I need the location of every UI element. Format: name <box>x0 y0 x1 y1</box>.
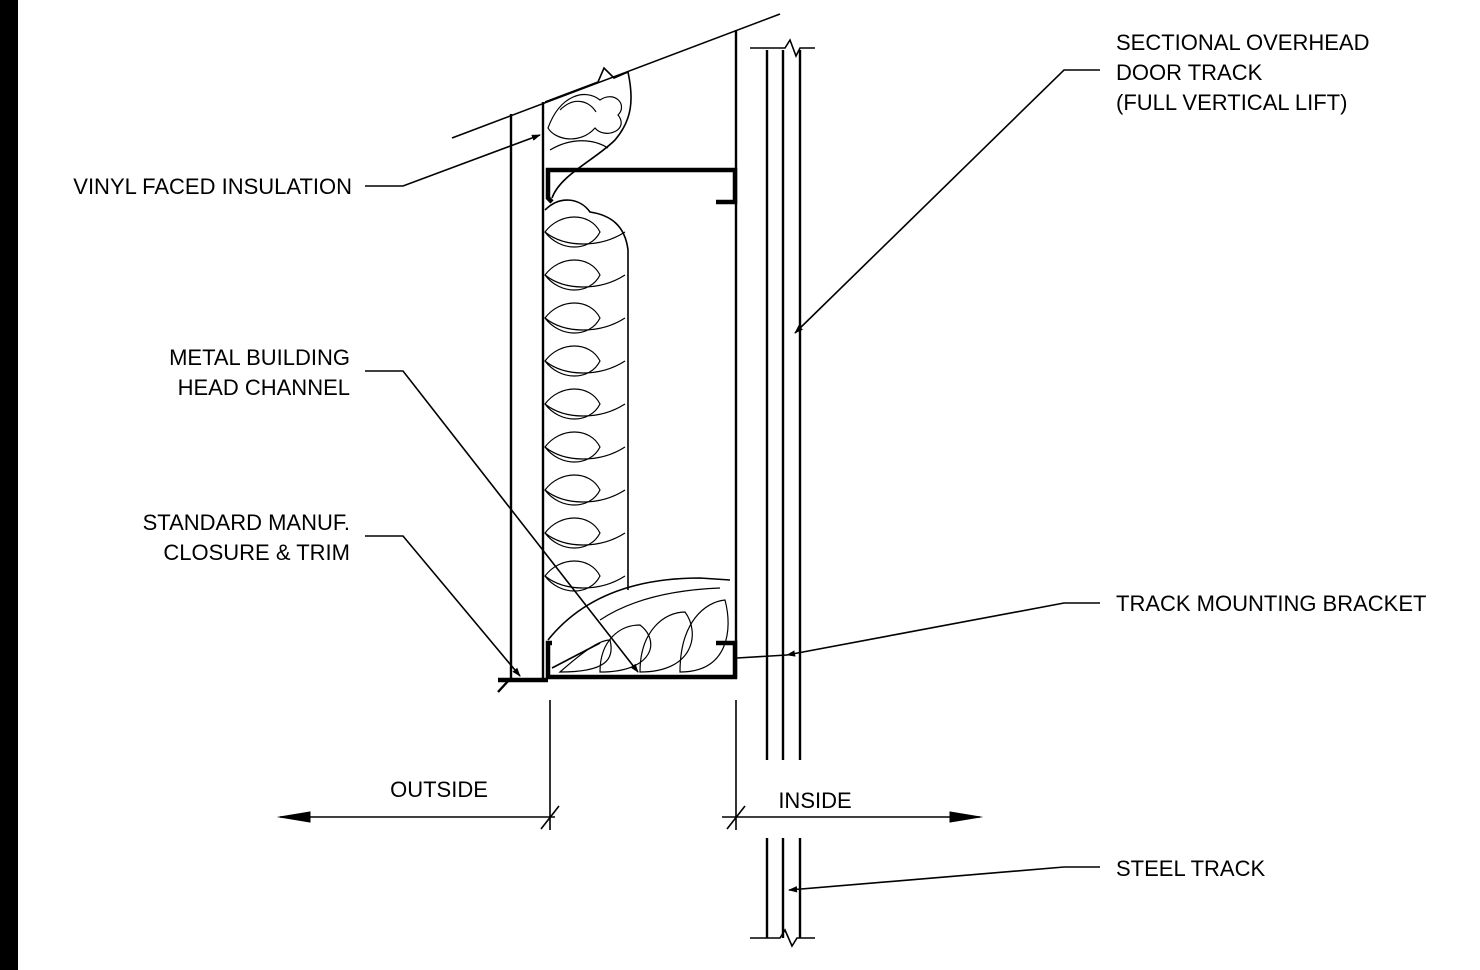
label-mounting-bracket: TRACK MOUNTING BRACKET <box>1116 591 1426 616</box>
label-outside: OUTSIDE <box>390 777 488 802</box>
leader-closure <box>365 535 521 677</box>
label-steel-track: STEEL TRACK <box>1116 856 1265 881</box>
door-track-upper <box>750 38 815 760</box>
label-inside: INSIDE <box>778 788 851 813</box>
insulation-top <box>544 66 632 199</box>
label-closure-line1: STANDARD MANUF. <box>143 510 350 535</box>
label-vinyl-insulation: VINYL FACED INSULATION <box>73 174 352 199</box>
label-door-track-line2: DOOR TRACK <box>1116 60 1263 85</box>
wall-panel <box>509 102 545 680</box>
leader-steel-track <box>788 866 1100 893</box>
sheet-border <box>0 0 18 970</box>
dimension-lines <box>276 700 984 830</box>
leader-vinyl-insulation <box>365 134 541 187</box>
insulation-batt <box>544 199 629 592</box>
leader-door-track <box>794 69 1100 334</box>
label-door-track-line3: (FULL VERTICAL LIFT) <box>1116 90 1347 115</box>
label-door-track-line1: SECTIONAL OVERHEAD <box>1116 30 1369 55</box>
closure-trim <box>497 677 548 693</box>
label-head-channel-line2: HEAD CHANNEL <box>178 375 350 400</box>
leader-mounting-bracket <box>736 602 1100 659</box>
leader-head-channel <box>365 370 639 673</box>
head-channel <box>545 167 738 680</box>
label-head-channel-line1: METAL BUILDING <box>169 345 350 370</box>
label-closure-line2: CLOSURE & TRIM <box>163 540 350 565</box>
door-track-lower <box>750 838 815 948</box>
roof-break-line <box>451 13 781 139</box>
